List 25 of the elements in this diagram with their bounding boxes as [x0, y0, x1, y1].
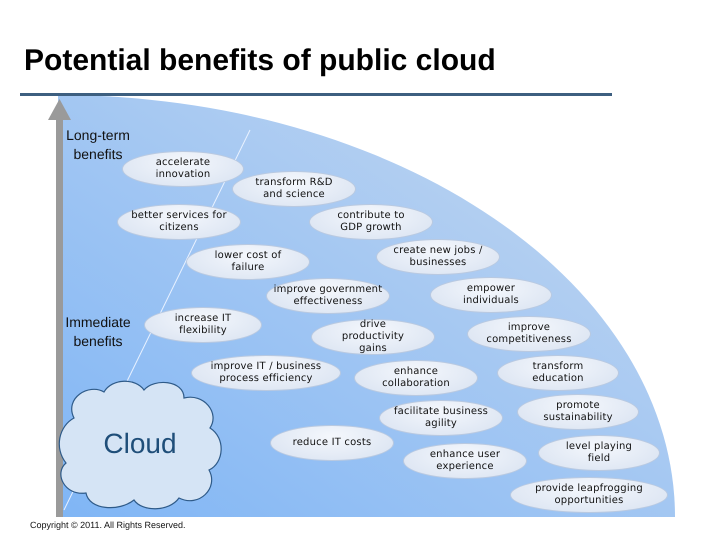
benefit-label: promote sustainability: [542, 400, 614, 424]
benefit-label: enhance collaboration: [381, 366, 451, 390]
benefit-label: contribute to GDP growth: [336, 210, 406, 234]
benefit-label: transform R&D and science: [254, 177, 334, 201]
title: Potential benefits of public cloud: [24, 44, 496, 78]
benefit-label: better services for citizens: [130, 210, 228, 234]
benefit-label: create new jobs / businesses: [392, 245, 484, 269]
benefit-label: level playing field: [564, 441, 634, 465]
benefit-label: improve IT / business process efficiency: [210, 361, 322, 385]
copyright-note: Copyright © 2011. All Rights Reserved.: [30, 519, 187, 531]
benefit-label: increase IT flexibility: [174, 313, 232, 337]
benefit-label: improve government effectiveness: [272, 284, 384, 308]
benefit-label: lower cost of failure: [214, 250, 282, 274]
benefit-label: improve competitiveness: [485, 322, 573, 346]
benefit-label: empower individuals: [462, 283, 520, 307]
benefit-label: drive productivity gains: [340, 319, 406, 355]
benefit-label: reduce IT costs: [292, 437, 372, 449]
benefit-label: accelerate innovation: [154, 157, 212, 181]
cloud-label: Cloud: [103, 428, 177, 460]
axis-label: Immediate benefits: [64, 313, 132, 351]
axis-label: Long-term benefits: [65, 126, 131, 164]
benefit-label: facilitate business agility: [392, 406, 490, 430]
benefit-label: enhance user experience: [428, 449, 502, 473]
benefit-label: provide leapfrogging opportunities: [534, 483, 644, 507]
benefit-label: transform education: [531, 361, 585, 385]
